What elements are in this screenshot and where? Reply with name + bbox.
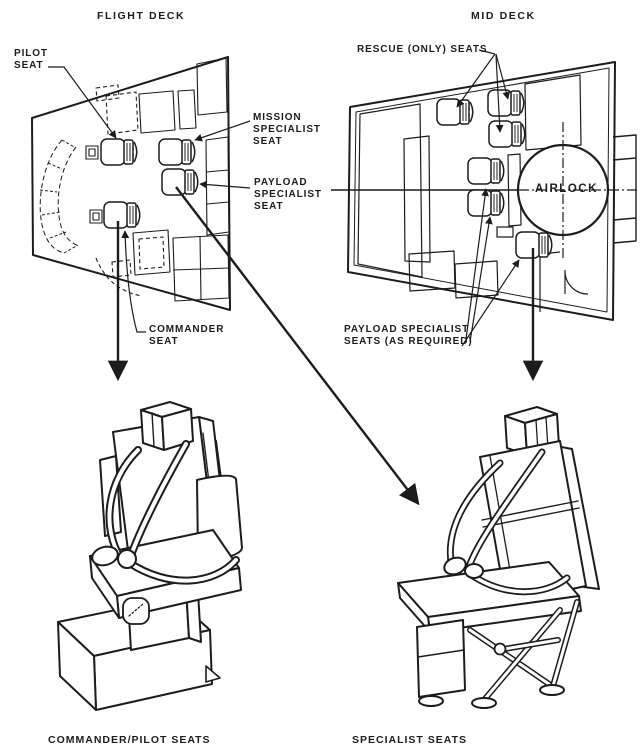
label-line: PILOT [14,48,48,59]
payload-seats-pointer [465,188,489,340]
mission-specialist-seat-label: MISSION SPECIALIST SEAT [253,112,321,148]
pilot-seat-icon [100,138,138,166]
pilot-seat-label: PILOT SEAT [14,48,48,72]
mid-deck-title: MID DECK [471,10,536,22]
specialist-seats-caption: SPECIALIST SEATS [352,734,467,746]
flight-deck-consoles [85,57,230,302]
rescue-seats-pointer [495,54,504,133]
rescue-seats-pointer [478,49,496,55]
commander-pilot-seat-illustration [57,401,243,711]
mission-specialist-pointer [194,120,251,142]
mission-specialist-seat-icon [158,138,196,166]
rescue-seat-icon [487,89,525,117]
payload-seats-pointer [461,259,520,347]
flightdeck-to-specialist-arrow [175,186,420,506]
commander-pilot-seats-caption: COMMANDER/PILOT SEATS [48,734,211,746]
label-line: SEAT [149,336,179,347]
mid-deck-plan [331,61,640,321]
airlock-label: AIRLOCK [535,183,598,195]
callout-arrows [107,186,544,506]
flight-deck-plan [31,56,231,311]
label-line: SPECIALIST [253,124,321,135]
pilot-seat-pointer [48,66,117,139]
label-line: SEAT [254,201,284,212]
label-line: SEATS (AS REQUIRED) [344,336,473,347]
payload-specialist-seat-icon [467,157,505,185]
payload-specialist-seats-label: PAYLOAD SPECIALIST SEATS (AS REQUIRED) [344,324,473,348]
rescue-seats-pointer [495,53,510,100]
mid-deck-lockers [357,74,582,299]
label-line: SEAT [253,136,283,147]
airlock-docking-brackets [612,134,637,244]
label-line: PAYLOAD SPECIALIST [344,324,470,335]
waste-compartment [539,251,589,312]
label-line: COMMANDER [149,324,225,335]
payload-seats-pointer [469,216,493,343]
specialist-seat-illustration [397,406,600,709]
label-line: MISSION [253,112,302,123]
rescue-seats-label: RESCUE (ONLY) SEATS [357,44,488,55]
rescue-seat-icon [488,120,526,148]
rescue-seat-icon [436,98,474,126]
label-line: SEAT [14,60,44,71]
commander-seat-label: COMMANDER SEAT [149,324,224,348]
payload-specialist-pointer [199,180,251,189]
commander-seat-pointer [121,230,146,333]
label-line: PAYLOAD [254,177,308,188]
flight-deck-title: FLIGHT DECK [97,10,186,22]
label-line: SPECIALIST [254,189,322,200]
instrument-panel-dashed-arc [39,139,80,254]
label-connectors [48,49,520,347]
rescue-seats-pointer [456,53,496,108]
payload-specialist-seat-label: PAYLOAD SPECIALIST SEAT [254,177,322,213]
commander-seat-icon [103,201,141,229]
